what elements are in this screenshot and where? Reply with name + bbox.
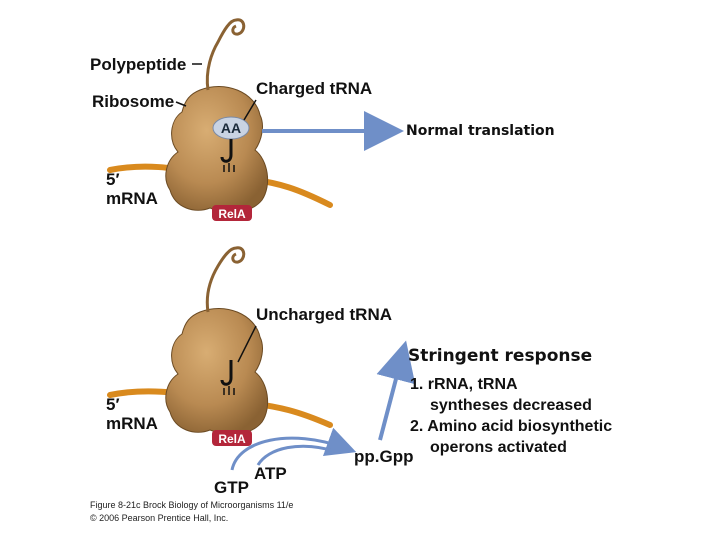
bottom-ribosome [165, 308, 269, 435]
normal-translation-label: Normal translation [406, 123, 555, 139]
figure-caption-line1: Figure 8-21c Brock Biology of Microorgan… [90, 500, 294, 510]
top-ribosome-leader [175, 101, 187, 107]
top-charged-trna-leader [243, 99, 257, 121]
polypeptide-label: Polypeptide [90, 55, 187, 74]
stringent-item-1: 1. rRNA, tRNA [410, 376, 518, 393]
top-ribosome [165, 86, 269, 213]
top-trna-anticodon [223, 163, 235, 172]
gtp-label: GTP [214, 478, 249, 497]
bottom-mrna-label: mRNA [106, 414, 158, 433]
uncharged-trna-label: Uncharged tRNA [256, 305, 393, 324]
stringent-response-label: Stringent response [408, 346, 593, 366]
bottom-panel: RelA [107, 246, 416, 471]
stringent-item-2-cont: operons activated [430, 439, 567, 456]
atp-label: ATP [254, 464, 287, 483]
bottom-rela-label: RelA [218, 432, 246, 446]
ribosome-label: Ribosome [92, 92, 175, 111]
bottom-five-prime-label: 5′ [106, 395, 120, 414]
bottom-trna [220, 360, 233, 386]
stringent-item-1-cont: syntheses decreased [430, 397, 592, 414]
stringent-response-arrow [376, 340, 416, 441]
gtp-arrow [230, 427, 357, 471]
bottom-polypeptide-chain [205, 246, 246, 313]
bottom-uncharged-trna-leader [237, 325, 257, 363]
ppgpp-label: pp.Gpp [354, 447, 414, 466]
bottom-rela-badge [212, 430, 252, 446]
charged-trna-label: Charged tRNA [256, 79, 373, 98]
top-rela-badge [212, 205, 252, 221]
figure-caption-line2: © 2006 Pearson Prentice Hall, Inc. [90, 513, 229, 523]
top-mrna-label: mRNA [106, 189, 158, 208]
top-polypeptide-chain [205, 18, 246, 91]
atp-arrow [256, 444, 339, 466]
top-panel: AA RelA [107, 18, 404, 221]
top-five-prime-label: 5′ [106, 170, 120, 189]
bottom-trna-anticodon [223, 386, 235, 395]
top-aa-label: AA [221, 120, 241, 136]
stringent-item-2: 2. Amino acid biosynthetic [410, 418, 613, 435]
top-rela-label: RelA [218, 207, 246, 221]
top-trna [220, 139, 233, 163]
